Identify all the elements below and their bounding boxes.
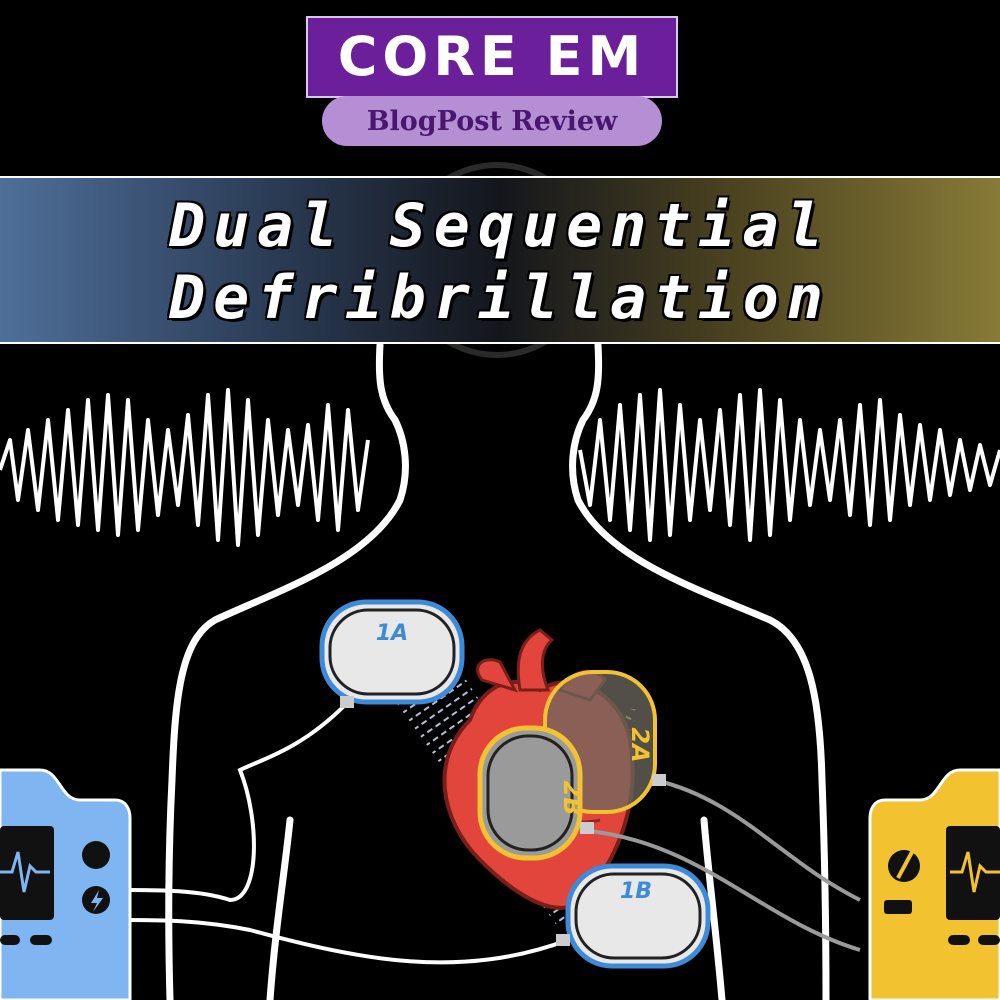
pad-2a-label: 2A <box>626 727 654 762</box>
defibrillator-monitor-icon <box>0 768 132 1000</box>
cable-2a <box>654 778 861 902</box>
pad-1a-label: 1A <box>376 621 408 646</box>
torso-outline <box>165 341 830 1000</box>
vf-waveform-right <box>578 388 1000 542</box>
pad-1b-label: 1B <box>620 879 652 904</box>
pad-2b-label: 2B <box>558 781 586 816</box>
pad-2b <box>477 725 583 861</box>
pad-1a <box>319 599 465 705</box>
defibrillator-monitor-icon <box>868 768 1000 1000</box>
title-line-2: Defribrillation <box>169 263 831 333</box>
cable-2b <box>579 828 861 952</box>
logo-subtitle: BlogPost Review <box>366 105 618 137</box>
logo-brand: CORE EM <box>337 25 647 88</box>
vf-waveform-left <box>0 388 370 547</box>
title-line-1: Dual Sequential <box>169 191 831 261</box>
logo-subtitle-pill: BlogPost Review <box>322 96 662 146</box>
title-banner <box>0 176 1000 344</box>
pad-1b <box>565 863 711 969</box>
logo-brand-box: CORE EM <box>306 16 678 98</box>
cable-1a <box>119 703 347 903</box>
cable-1b <box>119 918 569 965</box>
